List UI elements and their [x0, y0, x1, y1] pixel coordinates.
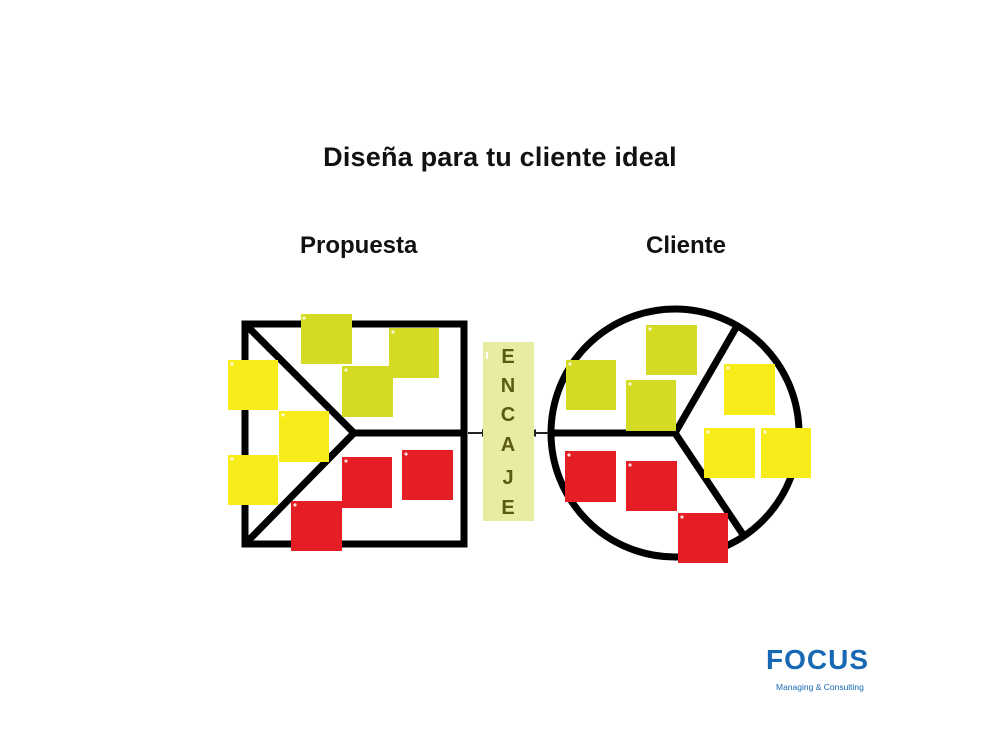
sticky-notes-cliente-green — [566, 325, 697, 431]
encaje-strip — [483, 342, 534, 521]
sticky-notes-cliente-yellow — [704, 364, 811, 478]
sticky-note — [402, 450, 453, 500]
encaje-pin — [486, 352, 488, 359]
sticky-note — [301, 314, 352, 364]
focus-logo: FOCUS — [766, 644, 869, 675]
sticky-note — [228, 455, 278, 505]
sticky-notes-cliente-red — [565, 451, 728, 563]
circle-divider-bottom — [672, 431, 747, 538]
sticky-note — [389, 328, 439, 378]
encaje-letter-j: J — [502, 467, 513, 489]
sticky-note — [342, 457, 392, 508]
page-title: Diseña para tu cliente ideal — [323, 142, 677, 172]
sticky-note — [342, 366, 393, 417]
sticky-note — [761, 428, 811, 478]
encaje-letter-e2: E — [501, 497, 514, 519]
sticky-notes-propuesta-yellow — [228, 360, 329, 505]
label-propuesta: Propuesta — [300, 232, 418, 259]
square-divider-top — [242, 321, 357, 436]
note-pins — [230, 316, 767, 519]
circle-divider-top — [671, 324, 741, 435]
sticky-note — [724, 364, 775, 415]
propuesta-square — [241, 320, 468, 548]
label-cliente: Cliente — [646, 232, 727, 259]
sticky-note — [626, 461, 677, 511]
sticky-note — [626, 380, 676, 431]
encaje-letter-e1: E — [501, 346, 514, 368]
sticky-notes-propuesta-green — [301, 314, 439, 417]
square-divider-bottom — [242, 430, 357, 547]
focus-tagline: Managing & Consulting — [776, 682, 864, 692]
sticky-note — [228, 360, 278, 410]
sticky-note — [279, 411, 329, 462]
encaje-letter-n: N — [501, 375, 515, 397]
sticky-notes-propuesta-red — [291, 450, 453, 551]
encaje-letter-a: A — [501, 434, 515, 456]
sticky-note — [678, 513, 728, 563]
encaje-letter-c: C — [501, 404, 515, 426]
sticky-note — [646, 325, 697, 375]
sticky-note — [566, 360, 616, 410]
sticky-note — [704, 428, 755, 478]
sticky-note — [291, 501, 342, 551]
sticky-note — [565, 451, 616, 502]
